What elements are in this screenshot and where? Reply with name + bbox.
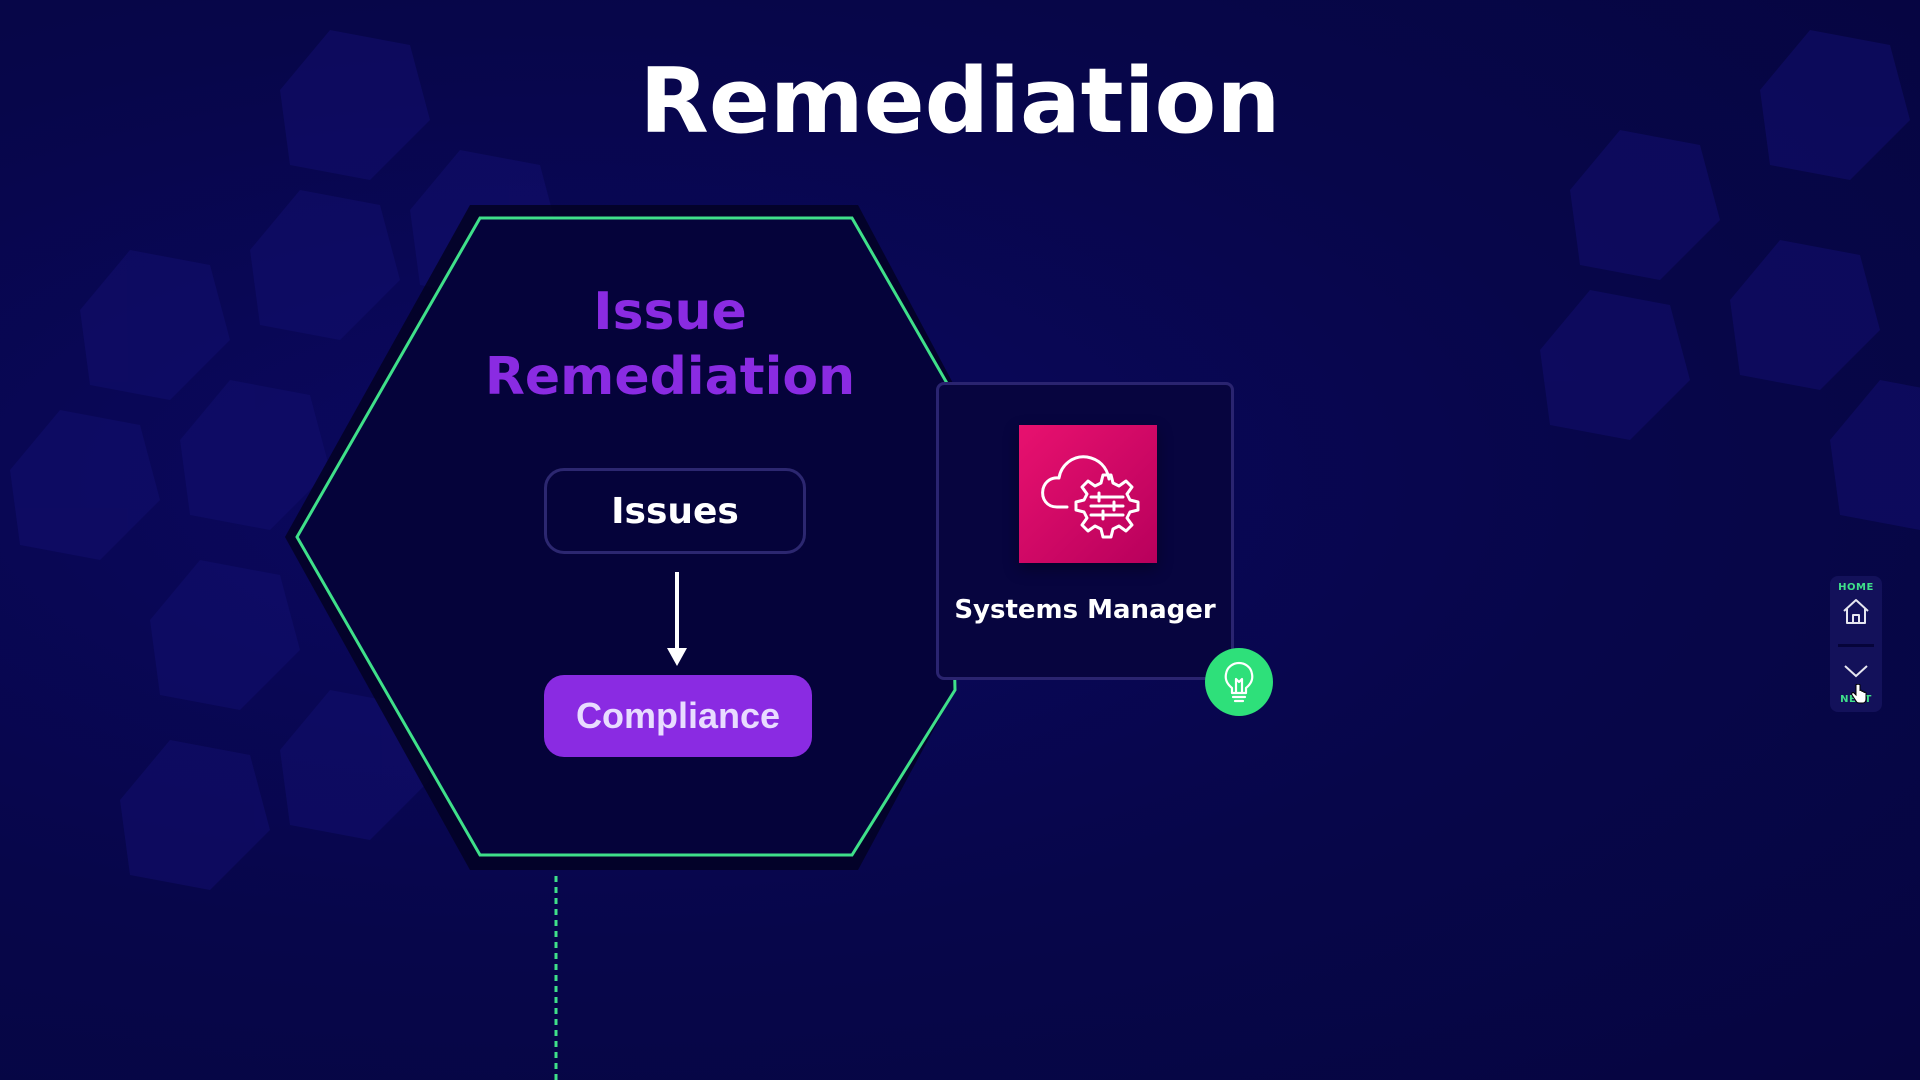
bg-hex-shape: [80, 250, 230, 400]
bg-hex-shape: [250, 190, 400, 340]
cloud-gear-icon: [1041, 455, 1140, 539]
bg-hex-shape: [280, 30, 430, 180]
chevron-path: [1844, 665, 1868, 678]
home-roof: [1843, 599, 1869, 612]
home-door: [1852, 614, 1860, 623]
systems-manager-label: Systems Manager: [954, 595, 1216, 625]
home-icon: [1843, 599, 1869, 624]
nav-divider: [1838, 644, 1874, 647]
systems-manager-card[interactable]: Systems Manager: [936, 382, 1234, 680]
hexagon-title-line2: Remediation: [484, 347, 856, 407]
bg-hex-shape: [1760, 30, 1910, 180]
hexagon-title-line1: Issue: [593, 282, 747, 342]
bg-hex-shape: [1570, 130, 1720, 280]
arrow-down-icon: [667, 572, 687, 666]
cloud-outline: [1041, 455, 1111, 509]
home-walls: [1846, 609, 1866, 624]
bg-hex-shape: [1830, 380, 1920, 530]
hexagon-title: Issue Remediation: [470, 280, 870, 410]
chevron-down-icon: [1844, 665, 1868, 678]
systems-manager-icon: [1019, 425, 1157, 563]
compliance-button[interactable]: Compliance: [544, 675, 812, 757]
bg-hex-shape: [1730, 240, 1880, 390]
bg-hex-shape: [120, 740, 270, 890]
lightbulb-icon: [1224, 661, 1254, 703]
bulb-filament: [1234, 677, 1244, 694]
bg-hex-shape: [180, 380, 330, 530]
page-title: Remediation: [639, 49, 1281, 154]
tip-button[interactable]: [1205, 648, 1273, 716]
bg-hex-shape: [1540, 290, 1690, 440]
arrow-head: [667, 648, 687, 666]
issues-box[interactable]: Issues: [544, 468, 806, 554]
nav-home-label: HOME: [1838, 582, 1874, 593]
gear-outline: [1074, 473, 1140, 539]
cursor-hand: [1851, 684, 1867, 704]
bg-hex-shape: [10, 410, 160, 560]
nav-home-button[interactable]: HOME: [1830, 582, 1882, 638]
dashed-connector-line: [554, 876, 558, 1080]
bg-hex-shape: [150, 560, 300, 710]
bulb-outline: [1224, 661, 1254, 695]
pointer-cursor-icon: [1851, 684, 1867, 704]
